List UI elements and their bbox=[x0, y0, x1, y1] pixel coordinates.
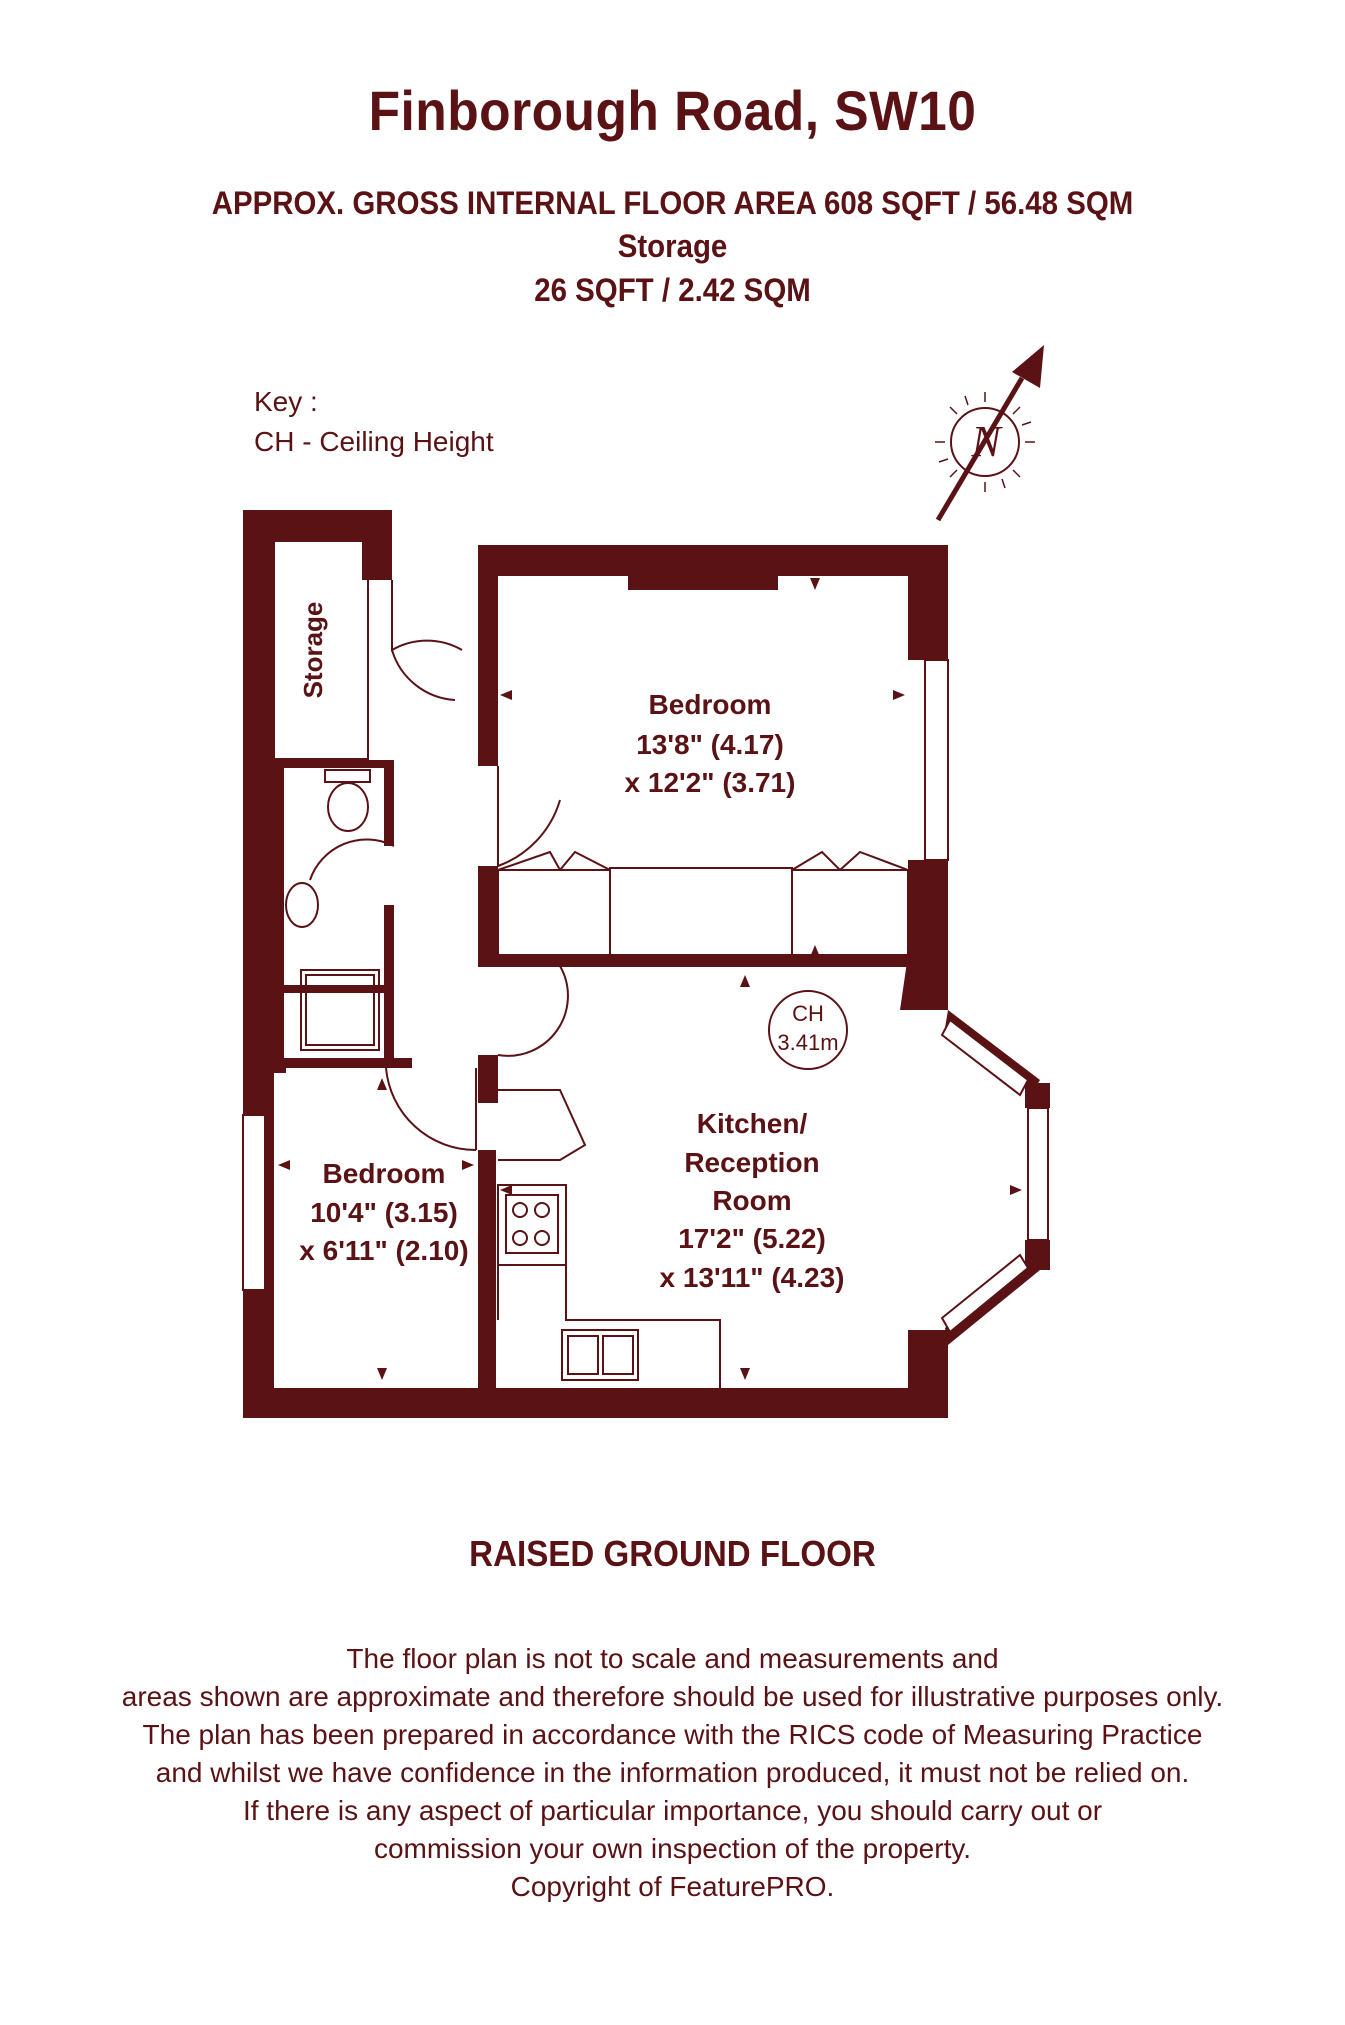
disclaimer-line: and whilst we have confidence in the inf… bbox=[155, 1757, 1190, 1788]
doors bbox=[385, 766, 587, 1161]
basin-icon bbox=[285, 882, 319, 928]
ceiling-height-value: 3.41m bbox=[777, 1030, 838, 1055]
disclaimer-line: areas shown are approximate and therefor… bbox=[121, 1681, 1224, 1712]
compass-letter: N bbox=[970, 417, 1003, 466]
key-legend: Key : CH - Ceiling Height bbox=[254, 382, 494, 462]
sink-icon bbox=[561, 1329, 639, 1381]
room-kitchen-name3: Room bbox=[712, 1185, 791, 1216]
room-kitchen-name2: Reception bbox=[684, 1147, 819, 1178]
dimension-arrows bbox=[278, 578, 1022, 1380]
disclaimer-line: commission your own inspection of the pr… bbox=[373, 1833, 972, 1864]
room-bedroom1-dim2: x 12'2" (3.71) bbox=[625, 767, 796, 798]
room-bedroom1-dim1: 13'8" (4.17) bbox=[636, 729, 784, 760]
bathroom bbox=[285, 769, 395, 1051]
kitchen-units bbox=[497, 1184, 721, 1388]
room-bedroom2-dim1: 10'4" (3.15) bbox=[310, 1197, 458, 1228]
storage-label: Storage bbox=[617, 228, 728, 264]
disclaimer-line: The plan has been prepared in accordance… bbox=[142, 1719, 1203, 1750]
compass-icon bbox=[935, 345, 1044, 522]
storage-area: 26 SQFT / 2.42 SQM bbox=[534, 272, 811, 308]
room-bedroom1-name: Bedroom bbox=[649, 689, 772, 720]
ceiling-height-marker bbox=[768, 990, 848, 1070]
hob-icon bbox=[505, 1194, 559, 1254]
storage-cupboard bbox=[273, 540, 463, 760]
room-kitchen-name1: Kitchen/ bbox=[697, 1108, 808, 1139]
wardrobes bbox=[497, 850, 909, 956]
room-storage-label: Storage bbox=[298, 602, 328, 699]
room-kitchen-dim1: 17'2" (5.22) bbox=[678, 1223, 826, 1254]
windows bbox=[242, 659, 1049, 1334]
room-bedroom2-dim2: x 6'11" (2.10) bbox=[299, 1235, 468, 1266]
walls bbox=[243, 510, 1050, 1418]
shower-icon bbox=[300, 969, 380, 1051]
gross-area: APPROX. GROSS INTERNAL FLOOR AREA 608 SQ… bbox=[211, 185, 1134, 221]
ceiling-height-label: CH bbox=[792, 1001, 824, 1026]
disclaimer-line: The floor plan is not to scale and measu… bbox=[346, 1643, 999, 1674]
key-heading: Key : bbox=[254, 386, 318, 417]
toilet-icon bbox=[327, 782, 369, 832]
room-bedroom2-name: Bedroom bbox=[323, 1158, 446, 1189]
disclaimer-copyright: Copyright of FeaturePRO. bbox=[510, 1871, 835, 1902]
room-kitchen-dim2: x 13'11" (4.23) bbox=[660, 1262, 845, 1293]
key-entry: CH - Ceiling Height bbox=[254, 426, 494, 457]
floor-name: RAISED GROUND FLOOR bbox=[469, 1533, 876, 1574]
disclaimer: The floor plan is not to scale and measu… bbox=[0, 1640, 1345, 1906]
plan-title: Finborough Road, SW10 bbox=[368, 79, 977, 142]
disclaimer-line: If there is any aspect of particular imp… bbox=[242, 1795, 1103, 1826]
